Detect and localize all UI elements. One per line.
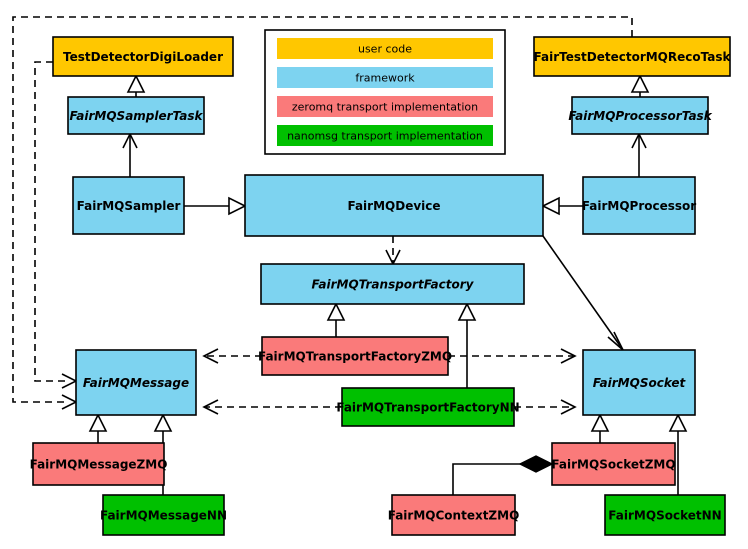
legend-item-label: zeromq transport implementation xyxy=(292,101,478,114)
edge-digiloader-inherits-samplertask xyxy=(126,74,146,97)
legend-color-swatch xyxy=(277,125,493,146)
edge-recotask-inherits-processortask xyxy=(630,74,650,97)
class-node-FairMQProcessorTask[interactable]: FairMQProcessorTask xyxy=(568,96,713,135)
class-node-FairMQTransportFactory[interactable]: FairMQTransportFactory xyxy=(260,263,525,305)
edge-sampler-inherits-device xyxy=(184,196,247,216)
class-node-box xyxy=(244,174,544,237)
class-node-label: FairMQProcessor xyxy=(582,199,697,213)
class-node-FairMQContextZMQ[interactable]: FairMQContextZMQ xyxy=(388,494,520,536)
class-node-label: FairMQTransportFactoryZMQ xyxy=(258,350,452,364)
class-node-label: FairMQSocketNN xyxy=(608,509,721,523)
legend: user code framework zeromq transport imple… xyxy=(264,29,506,155)
class-node-label: FairMQMessageZMQ xyxy=(30,458,168,472)
class-node-box xyxy=(260,263,525,305)
class-node-FairMQSocketZMQ[interactable]: FairMQSocketZMQ xyxy=(551,442,676,486)
class-node-label: FairMQSocketZMQ xyxy=(551,458,675,472)
class-node-label: FairMQSampler xyxy=(77,199,181,213)
edge-device-assoc-socket xyxy=(542,235,624,351)
class-node-label: FairTestDetectorMQRecoTask xyxy=(534,50,732,64)
class-node-box xyxy=(32,442,165,486)
edge-messagezmq-inherits-message xyxy=(88,413,108,443)
edge-sampler-uses-samplertask xyxy=(122,132,138,177)
class-node-FairMQSocket[interactable]: FairMQSocket xyxy=(582,349,696,416)
class-node-label: FairMQMessage xyxy=(83,376,189,390)
legend-item-1: framework xyxy=(277,67,493,88)
class-node-box xyxy=(52,36,234,77)
legend-item-label: framework xyxy=(355,72,415,85)
class-node-FairMQSamplerTask[interactable]: FairMQSamplerTask xyxy=(67,96,205,135)
class-node-box xyxy=(571,96,709,135)
class-node-FairMQSocketNN[interactable]: FairMQSocketNN xyxy=(604,494,726,536)
class-node-FairMQMessageZMQ[interactable]: FairMQMessageZMQ xyxy=(30,442,168,486)
class-node-label: FairMQSocket xyxy=(593,376,687,390)
class-node-box xyxy=(582,349,696,416)
class-node-box xyxy=(582,176,696,235)
class-node-label: FairMQMessageNN xyxy=(100,509,227,523)
class-node-TestDetectorDigiLoader[interactable]: TestDetectorDigiLoader xyxy=(52,36,234,77)
edge-processor-inherits-device xyxy=(541,196,583,216)
legend-item-label: user code xyxy=(358,43,412,56)
legend-item-label: nanomsg transport implementation xyxy=(287,130,483,143)
legend-color-swatch xyxy=(277,38,493,59)
class-node-box xyxy=(72,176,185,235)
class-node-label: FairMQSamplerTask xyxy=(69,109,203,123)
edge-factorynn-creates-socket xyxy=(514,399,577,415)
class-node-box xyxy=(604,494,726,536)
class-node-FairMQTransportFactoryZMQ[interactable]: FairMQTransportFactoryZMQ xyxy=(258,336,452,376)
edge-factoryzmq-creates-socket xyxy=(448,348,577,364)
class-node-FairMQMessageNN[interactable]: FairMQMessageNN xyxy=(100,494,227,536)
class-node-FairTestDetectorMQRecoTask[interactable]: FairTestDetectorMQRecoTask xyxy=(533,36,732,77)
legend-item-0: user code xyxy=(277,38,493,59)
legend-color-swatch xyxy=(277,96,493,117)
class-node-FairMQMessage[interactable]: FairMQMessage xyxy=(75,349,197,416)
class-node-box xyxy=(67,96,205,135)
legend-item-3: nanomsg transport implementation xyxy=(277,125,493,146)
class-node-box xyxy=(102,494,225,536)
class-node-label: TestDetectorDigiLoader xyxy=(63,50,223,64)
class-node-box xyxy=(341,387,515,427)
edge-socketzmq-inherits-socket xyxy=(590,413,610,443)
class-node-box xyxy=(75,349,197,416)
class-node-label: FairMQTransportFactoryNN xyxy=(336,401,519,415)
class-node-FairMQTransportFactoryNN[interactable]: FairMQTransportFactoryNN xyxy=(336,387,520,427)
edge-factorynn-inherits-factory xyxy=(457,302,477,388)
edge-factoryzmq-inherits-factory xyxy=(326,302,346,337)
class-node-box xyxy=(551,442,676,486)
edge-device-depends-transportfactory xyxy=(385,236,401,266)
class-node-box xyxy=(261,336,449,376)
legend-color-swatch xyxy=(277,67,493,88)
class-node-label: FairMQContextZMQ xyxy=(388,509,520,523)
edge-processor-uses-processortask xyxy=(631,132,647,177)
edge-contextzmq-composed-in-socketzmq xyxy=(452,455,554,495)
class-node-box xyxy=(391,494,516,536)
class-node-FairMQSampler[interactable]: FairMQSampler xyxy=(72,176,185,235)
class-node-label: FairMQProcessorTask xyxy=(568,109,712,123)
edge-socketnn-inherits-socket xyxy=(668,413,688,495)
class-node-label: FairMQTransportFactory xyxy=(312,278,475,292)
class-node-FairMQDevice[interactable]: FairMQDevice xyxy=(244,174,544,237)
class-node-label: FairMQDevice xyxy=(347,199,440,213)
edge-factoryzmq-creates-message xyxy=(202,348,262,364)
edge-factorynn-creates-message xyxy=(202,399,342,415)
legend-item-2: zeromq transport implementation xyxy=(277,96,493,117)
class-node-FairMQProcessor[interactable]: FairMQProcessor xyxy=(582,176,697,235)
class-node-box xyxy=(533,36,731,77)
node-layer: TestDetectorDigiLoader FairTestDetectorMQ… xyxy=(30,36,732,536)
